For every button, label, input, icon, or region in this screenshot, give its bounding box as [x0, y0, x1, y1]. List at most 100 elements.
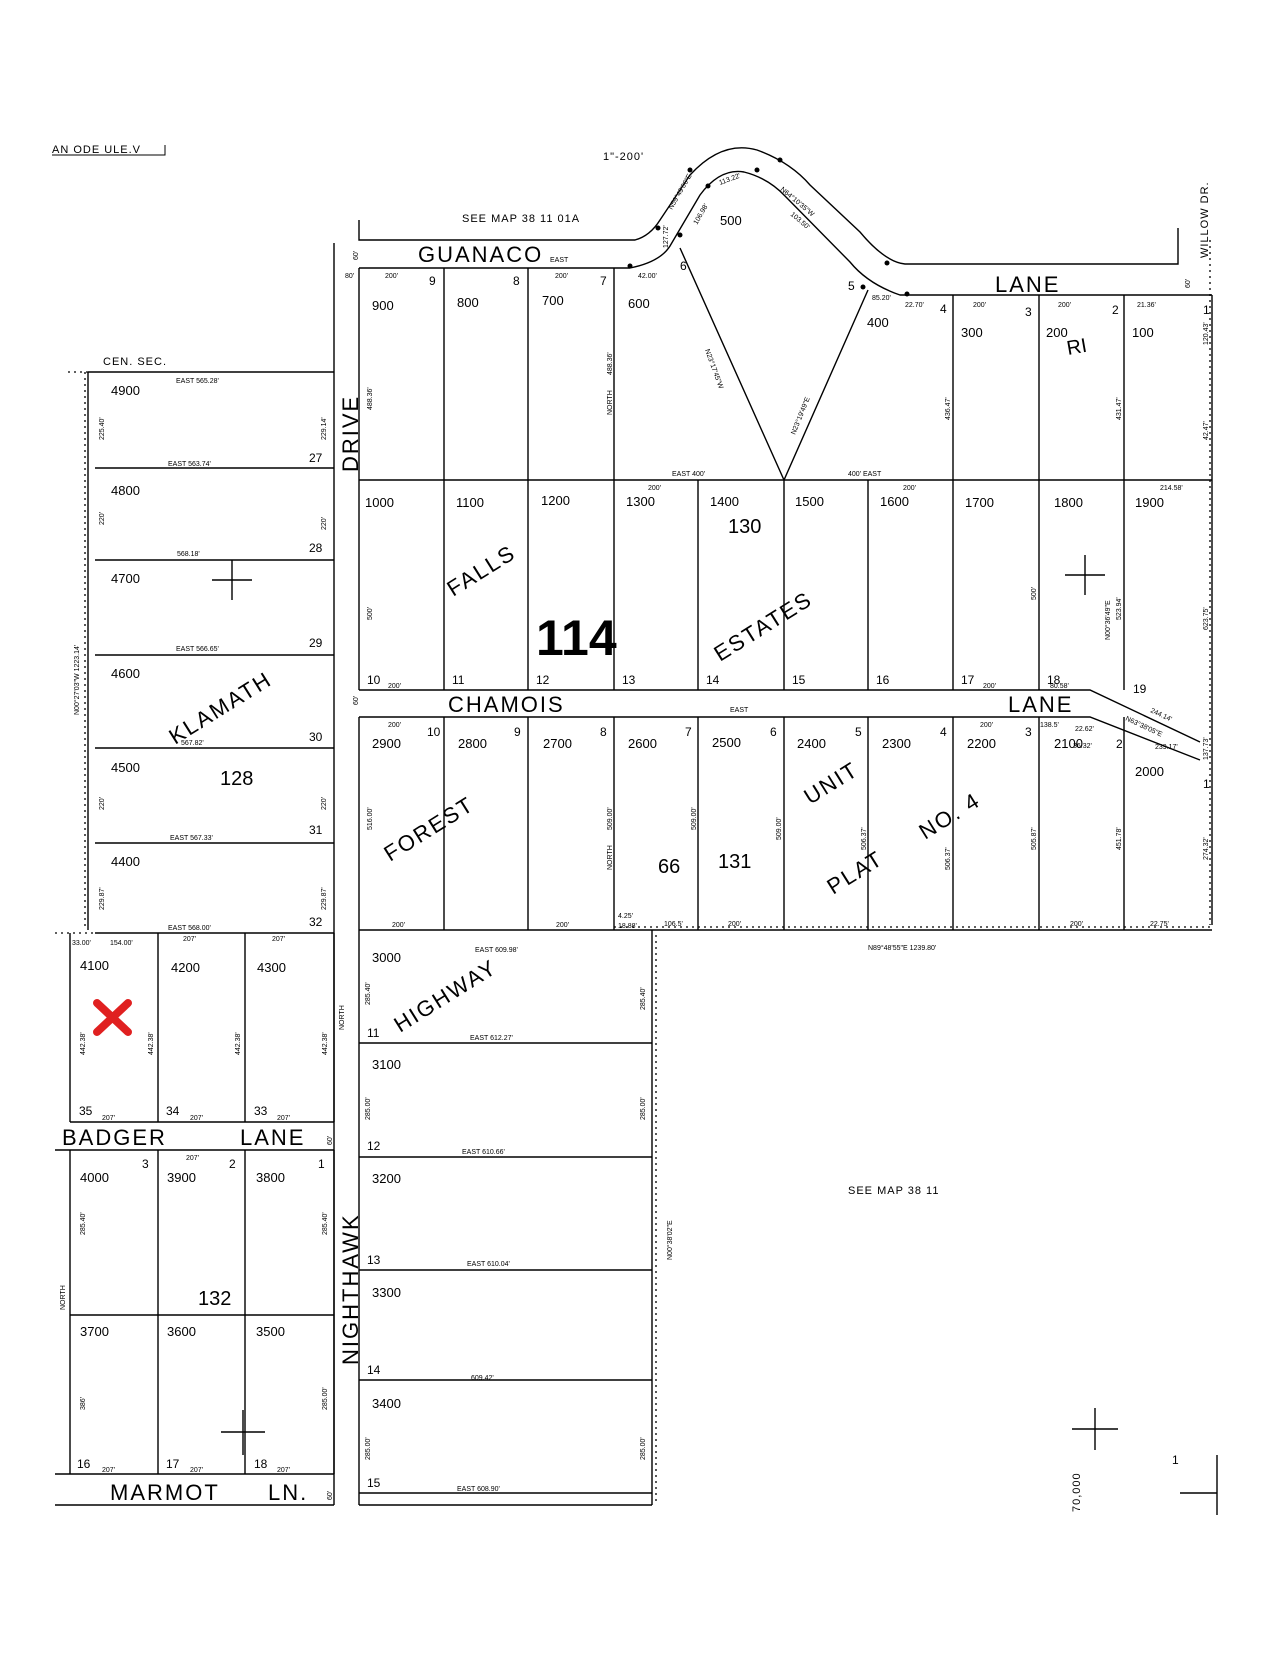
parcel-900: 900 [372, 298, 394, 313]
lot-34: 34 [166, 1104, 180, 1118]
svg-text:NORTH: NORTH [607, 390, 614, 415]
corner-label: 1 [1172, 1453, 1179, 1467]
svg-text:229.87': 229.87' [321, 887, 328, 910]
klamath-lot-lines [95, 467, 334, 934]
lot-c9: 9 [514, 725, 521, 739]
svg-text:225.40': 225.40' [99, 417, 106, 440]
parcel-4000: 4000 [80, 1170, 109, 1185]
lot-c7: 7 [685, 725, 692, 739]
parcel-2900: 2900 [372, 736, 401, 751]
parcel-1000: 1000 [365, 495, 394, 510]
block-128: 128 [220, 768, 253, 790]
parcel-4300: 4300 [257, 960, 286, 975]
north-tier-lot-lines [359, 247, 1212, 690]
svg-text:523.94': 523.94' [1116, 597, 1123, 620]
svg-text:106.98': 106.98' [693, 203, 710, 226]
block-131: 131 [718, 851, 751, 873]
svg-text:506.37': 506.37' [861, 827, 868, 850]
svg-text:80': 80' [345, 273, 354, 280]
lot-n11: 11 [367, 1026, 380, 1040]
svg-text:42.47': 42.47' [1203, 421, 1210, 440]
lot-s1: 1 [318, 1157, 325, 1171]
svg-text:EAST 565.28': EAST 565.28' [176, 378, 219, 385]
subdivision-plat: PLAT [822, 846, 887, 900]
lot-35: 35 [79, 1104, 93, 1118]
svg-text:400' EAST: 400' EAST [848, 471, 882, 478]
road-marmot-ln: LN. [268, 1480, 308, 1505]
road-nighthawk: NIGHTHAWK [338, 1213, 363, 1365]
subdivision-klamath: KLAMATH [164, 666, 276, 749]
svg-text:EAST 566.65': EAST 566.65' [176, 646, 219, 653]
map-linework [52, 145, 1218, 1515]
chamois-lane-south-edge [359, 716, 1201, 761]
block-132: 132 [198, 1288, 231, 1310]
svg-text:568.18': 568.18' [177, 551, 200, 558]
svg-text:200': 200' [555, 273, 568, 280]
parcel-100: 100 [1132, 325, 1154, 340]
x-mark-icon [93, 999, 132, 1036]
lot-c5: 5 [855, 725, 862, 739]
lot-1: 1 [1203, 303, 1210, 317]
svg-text:137.73': 137.73' [1203, 737, 1210, 760]
parcel-4900: 4900 [111, 383, 140, 398]
parcel-4400: 4400 [111, 854, 140, 869]
lot-18: 18 [254, 1457, 268, 1471]
svg-text:60': 60' [327, 1491, 334, 1500]
badger-north-lot-lines [69, 933, 335, 1123]
parcel-2600: 2600 [628, 736, 657, 751]
subdivision-forest: FOREST [379, 791, 478, 866]
svg-text:386': 386' [80, 1397, 87, 1410]
see-map-right-note: SEE MAP 38 11 [848, 1185, 939, 1197]
svg-text:623.75': 623.75' [1203, 607, 1210, 630]
lot-15: 15 [792, 673, 806, 687]
svg-text:431.47': 431.47' [1116, 397, 1123, 420]
lot-n13: 13 [367, 1253, 381, 1267]
svg-text:N00°36'49"E: N00°36'49"E [1104, 600, 1112, 640]
lot-9: 9 [429, 274, 436, 288]
parcel-3000: 3000 [372, 950, 401, 965]
svg-text:609.42': 609.42' [471, 1375, 494, 1382]
subdivision-estates: ESTATES [709, 586, 816, 666]
svg-text:200': 200' [973, 302, 986, 309]
svg-text:60': 60' [1185, 279, 1192, 288]
parcel-3300: 3300 [372, 1285, 401, 1300]
svg-text:488.36': 488.36' [367, 387, 374, 410]
lot-17: 17 [166, 1457, 180, 1471]
svg-text:285.40': 285.40' [640, 987, 647, 1010]
dimension-annotations: 200' EAST 200' 200' 200' 21.36' 22.70' 8… [72, 257, 1183, 1493]
svg-text:207': 207' [190, 1467, 203, 1474]
parcel-200: 200 [1046, 325, 1068, 340]
svg-text:200': 200' [392, 922, 405, 929]
lot-32: 32 [309, 915, 323, 929]
road-highway: HIGHWAY [389, 954, 501, 1037]
ri-label: RI [1065, 335, 1089, 360]
parcel-1700: 1700 [965, 495, 994, 510]
svg-text:21.36': 21.36' [1137, 302, 1156, 309]
svg-text:229.14': 229.14' [321, 417, 328, 440]
svg-text:22.62': 22.62' [1075, 726, 1094, 733]
svg-text:509.00': 509.00' [607, 807, 614, 830]
lot-17: 17 [961, 673, 975, 687]
svg-text:200': 200' [980, 722, 993, 729]
parcel-2000: 2000 [1135, 764, 1164, 779]
svg-text:EAST 567.33': EAST 567.33' [170, 835, 213, 842]
svg-text:207': 207' [277, 1467, 290, 1474]
svg-text:200': 200' [728, 921, 741, 928]
svg-text:207': 207' [190, 1115, 203, 1122]
lot-16: 16 [77, 1457, 91, 1471]
section-crosses [212, 555, 1218, 1515]
svg-text:285.00': 285.00' [365, 1097, 372, 1120]
lot-c10: 10 [427, 725, 441, 739]
lot-12: 12 [536, 673, 550, 687]
lot-s3: 3 [142, 1157, 149, 1171]
block-130: 130 [728, 516, 761, 538]
block-114: 114 [536, 610, 617, 666]
parcel-2700: 2700 [543, 736, 572, 751]
parcel-3200: 3200 [372, 1171, 401, 1186]
highway-lot-lines [359, 1042, 652, 1494]
svg-text:200': 200' [556, 922, 569, 929]
road-guanaco: GUANACO [418, 242, 543, 267]
svg-text:36.32': 36.32' [1073, 743, 1092, 750]
lot-27: 27 [309, 451, 323, 465]
svg-text:285.00': 285.00' [640, 1437, 647, 1460]
